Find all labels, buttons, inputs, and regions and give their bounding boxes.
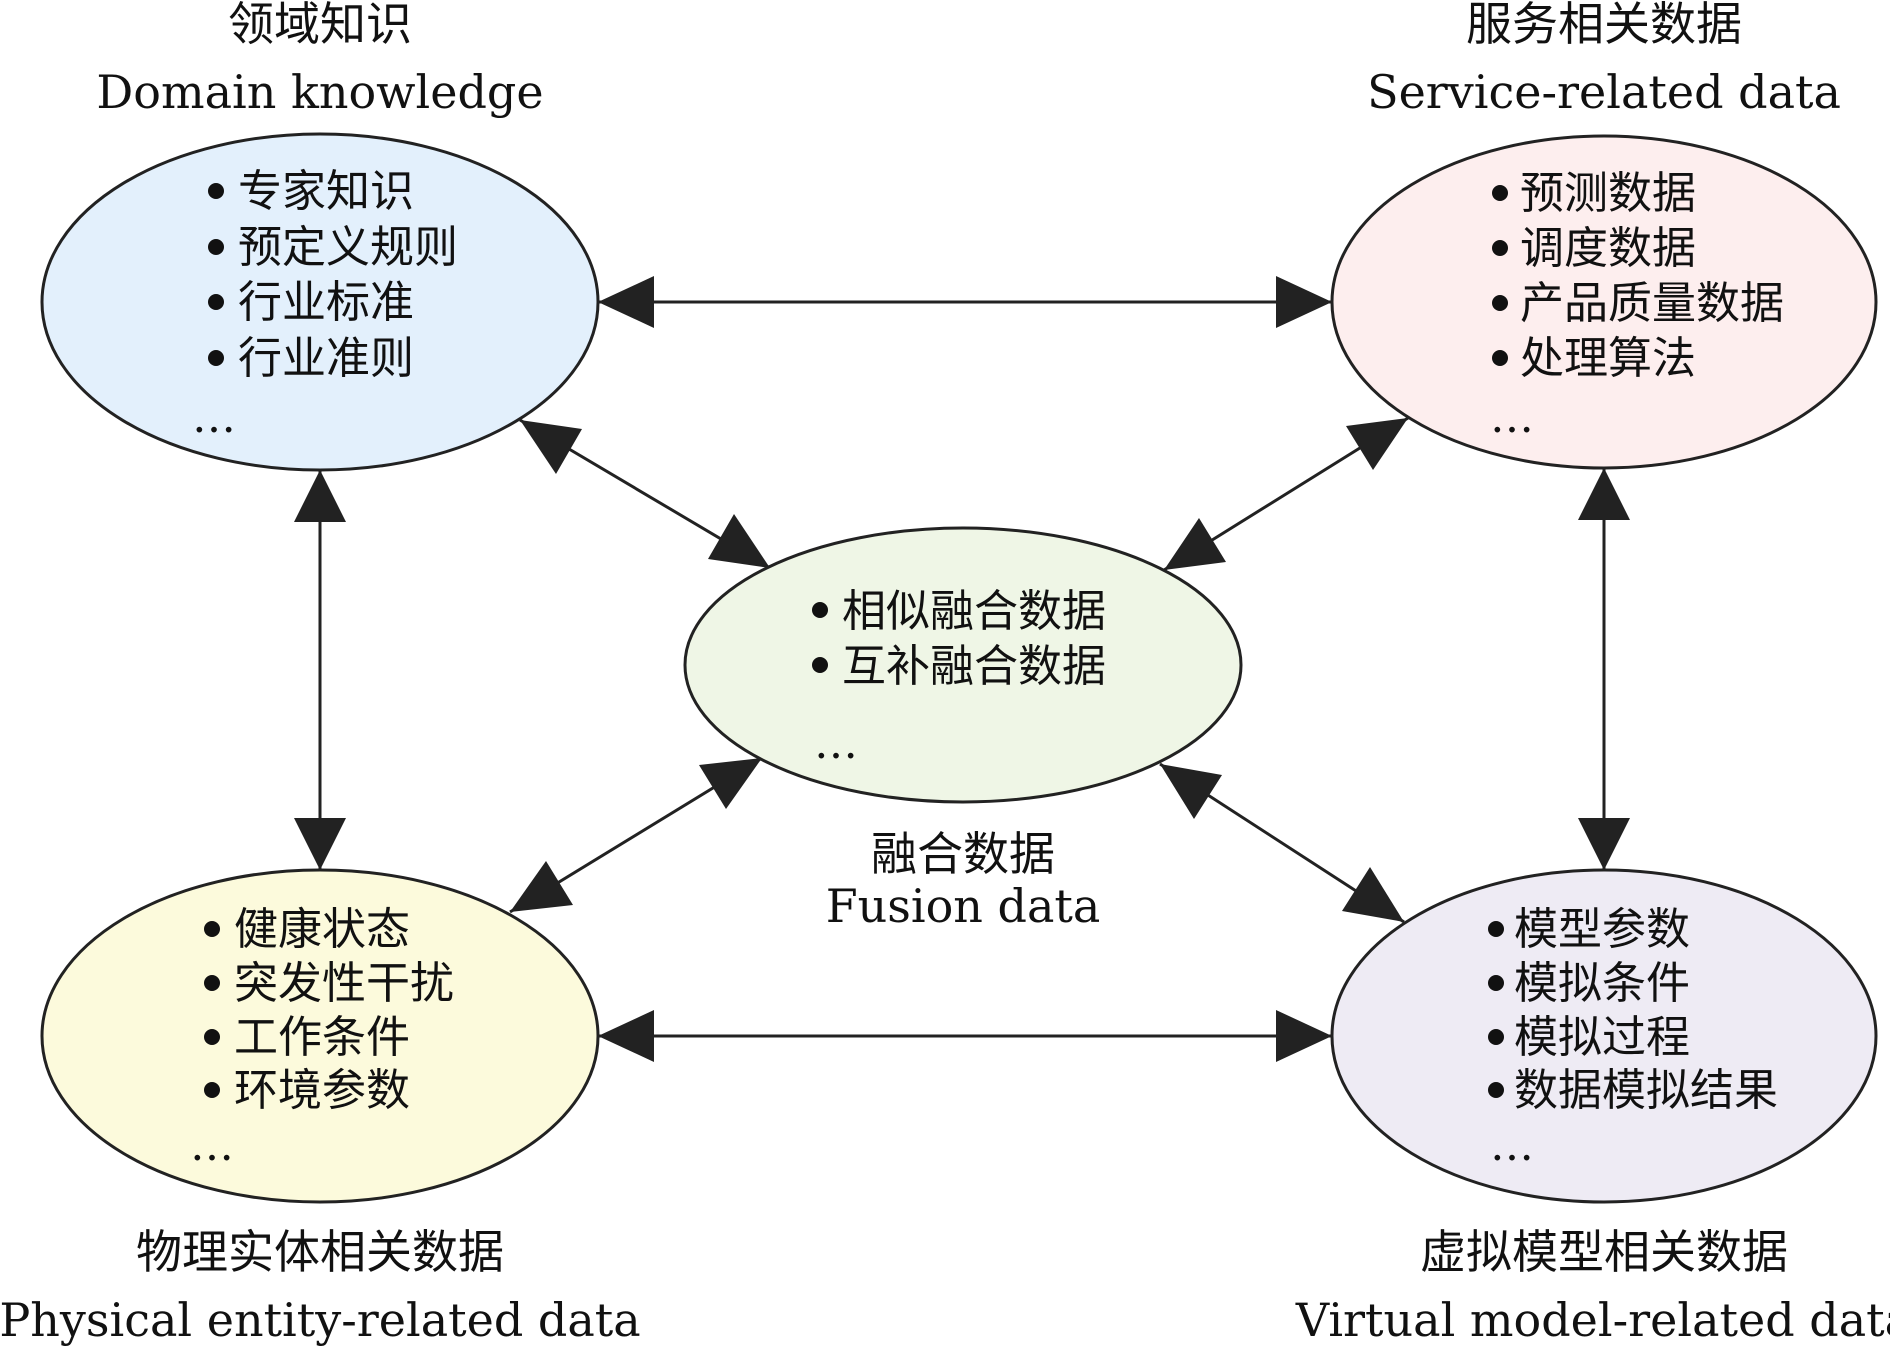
bullet-icon <box>208 239 224 255</box>
fusion-item: 相似融合数据 <box>842 586 1106 637</box>
node-domain-knowledge: 领域知识 Domain knowledge 专家知识 预定义规则 行业标准 行业… <box>40 0 600 472</box>
bullet-icon <box>208 183 224 199</box>
bullet-icon <box>204 1082 220 1098</box>
service-title-zh: 服务相关数据 <box>1466 0 1742 51</box>
virtual-more: … <box>1490 1120 1534 1171</box>
service-title-en: Service-related data <box>1367 65 1841 119</box>
physical-item: 工作条件 <box>234 1012 410 1063</box>
virtual-title-en: Virtual model-related data <box>1295 1293 1890 1346</box>
domain-item: 行业准则 <box>238 333 414 384</box>
arrowhead-down-icon <box>1578 818 1630 870</box>
bullet-icon <box>1492 295 1508 311</box>
physical-item: 健康状态 <box>234 904 410 955</box>
physical-title-zh: 物理实体相关数据 <box>136 1225 504 1279</box>
arrowhead-diagonal-icon <box>510 861 573 912</box>
physical-more: … <box>190 1120 234 1171</box>
arrowhead-up-icon <box>294 470 346 522</box>
fusion-more: … <box>814 718 858 769</box>
service-item: 调度数据 <box>1520 223 1696 274</box>
arrowhead-left-icon <box>598 1010 654 1062</box>
physical-ellipse <box>40 868 600 1204</box>
fusion-ellipse <box>683 526 1243 804</box>
fusion-item: 互补融合数据 <box>842 641 1106 692</box>
physical-item: 突发性干扰 <box>234 958 454 1009</box>
virtual-item: 模型参数 <box>1514 904 1690 955</box>
bullet-icon <box>1492 350 1508 366</box>
service-ellipse <box>1330 134 1878 470</box>
service-item: 处理算法 <box>1520 333 1696 384</box>
node-physical-entity-data: 健康状态 突发性干扰 工作条件 环境参数 … 物理实体相关数据 Physical… <box>0 868 641 1346</box>
service-more: … <box>1490 392 1534 443</box>
bullet-icon <box>1492 185 1508 201</box>
arrowhead-diagonal-icon <box>708 514 770 568</box>
arrowhead-left-icon <box>598 276 654 328</box>
bullet-icon <box>1492 240 1508 256</box>
bullet-icon <box>208 350 224 366</box>
domain-more: … <box>192 392 236 443</box>
arrowhead-diagonal-icon <box>1346 418 1408 470</box>
node-fusion-data: 相似融合数据 互补融合数据 … 融合数据 Fusion data <box>683 526 1243 933</box>
bullet-icon <box>1488 921 1504 937</box>
physical-title-en: Physical entity-related data <box>0 1293 641 1346</box>
bullet-icon <box>204 975 220 991</box>
bullet-icon <box>1488 1029 1504 1045</box>
fusion-title-zh: 融合数据 <box>871 827 1055 881</box>
domain-item: 预定义规则 <box>238 222 458 273</box>
bullet-icon <box>812 657 828 673</box>
bullet-icon <box>812 602 828 618</box>
virtual-ellipse <box>1330 868 1878 1204</box>
bullet-icon <box>204 1029 220 1045</box>
bullet-icon <box>1488 975 1504 991</box>
domain-item: 专家知识 <box>238 166 414 217</box>
domain-ellipse <box>40 132 600 472</box>
virtual-item: 模拟条件 <box>1514 958 1690 1009</box>
bullet-icon <box>204 921 220 937</box>
arrowhead-up-icon <box>1578 468 1630 520</box>
virtual-title-zh: 虚拟模型相关数据 <box>1420 1225 1788 1279</box>
bullet-icon <box>1488 1082 1504 1098</box>
domain-title-zh: 领域知识 <box>228 0 412 51</box>
bullet-icon <box>208 294 224 310</box>
arrowhead-right-icon <box>1276 1010 1332 1062</box>
physical-item: 环境参数 <box>234 1065 410 1116</box>
domain-item: 行业标准 <box>238 277 414 328</box>
virtual-item: 模拟过程 <box>1514 1012 1690 1063</box>
fusion-title-en: Fusion data <box>826 879 1101 933</box>
arrowhead-diagonal-icon <box>520 420 582 474</box>
arrowheads <box>294 276 1630 1062</box>
node-service-related-data: 服务相关数据 Service-related data 预测数据 调度数据 产品… <box>1330 0 1878 470</box>
arrowhead-diagonal-icon <box>1160 764 1222 819</box>
arrowhead-diagonal-icon <box>1164 518 1226 570</box>
domain-title-en: Domain knowledge <box>96 65 543 119</box>
node-virtual-model-data: 模型参数 模拟条件 模拟过程 数据模拟结果 … 虚拟模型相关数据 Virtual… <box>1295 868 1890 1346</box>
arrowhead-diagonal-icon <box>699 758 762 809</box>
arrowhead-diagonal-icon <box>1342 867 1404 922</box>
arrowhead-right-icon <box>1276 276 1332 328</box>
service-item: 预测数据 <box>1520 168 1696 219</box>
service-item: 产品质量数据 <box>1520 278 1784 329</box>
virtual-item: 数据模拟结果 <box>1514 1065 1778 1116</box>
arrowhead-down-icon <box>294 818 346 870</box>
